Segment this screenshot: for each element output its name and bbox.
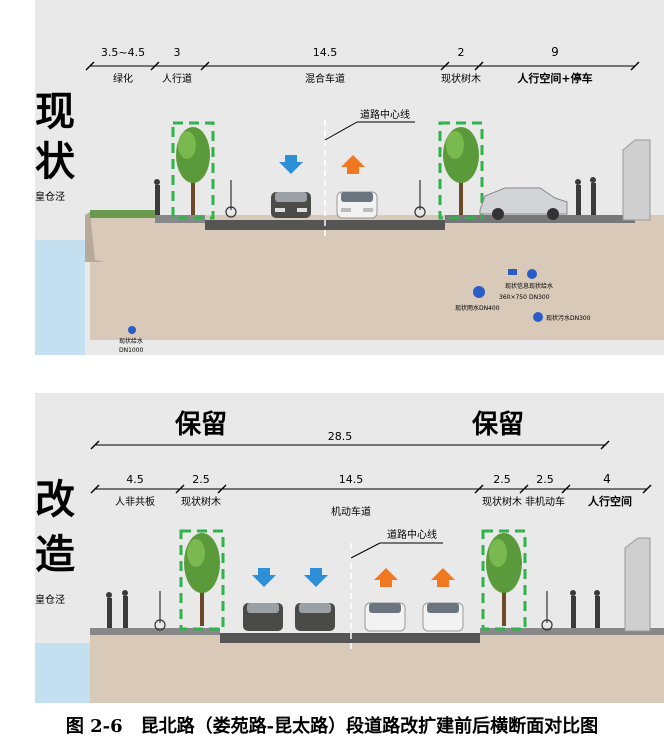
ground: [90, 633, 664, 703]
arrow-down-icon: [279, 155, 303, 174]
segment-width: 4.5: [126, 473, 144, 486]
arrow-up-icon: [341, 155, 365, 174]
keep-label: 保留: [471, 410, 524, 440]
utility-size: DN300: [529, 294, 550, 301]
segment-label: 非机动车: [525, 495, 565, 508]
car-rear-view: [243, 603, 283, 631]
car-front-view: [364, 602, 406, 632]
segment-label: 人行空间+停车: [517, 71, 592, 85]
side-label: 皇仓泾: [35, 593, 65, 606]
river-bank: [85, 212, 105, 262]
segment-width: 9: [551, 45, 559, 59]
building: [624, 537, 651, 632]
segment-width: 2.5: [536, 473, 554, 486]
title-char: 现: [35, 89, 75, 135]
cross-section-after: 保留 保留 28.5 4.5 2.5 14.5 2.5 2.5 4 人非共板 现…: [35, 393, 664, 703]
sidewalk-right: [480, 628, 664, 635]
building: [622, 139, 651, 221]
utility-label: 现状给水: [529, 282, 553, 290]
segment-width: 3.5~4.5: [101, 46, 145, 59]
utility-label: 现状信息: [505, 282, 529, 290]
arrow-up-icon: [431, 568, 455, 587]
segment-width: 14.5: [339, 473, 364, 486]
tree-left: [179, 529, 225, 631]
dimension-ticks: [90, 484, 652, 494]
total-width: 28.5: [328, 430, 353, 443]
segment-label: 现状树木: [181, 495, 221, 508]
title-char: 状: [35, 139, 76, 185]
centerline-label: 道路中心线: [360, 108, 410, 121]
water: [35, 240, 85, 355]
segment-label: 现状树木: [441, 72, 481, 85]
segment-width: 4: [603, 472, 611, 486]
utility-pipes: [128, 269, 543, 334]
utility-label: 现状雨水DN400: [455, 304, 500, 312]
title-char: 造: [35, 532, 75, 578]
car-front-view: [336, 191, 378, 219]
keep-label: 保留: [174, 410, 227, 440]
centerline-label: 道路中心线: [387, 528, 437, 541]
segment-label: 绿化: [113, 72, 133, 85]
pedestrians: [154, 177, 596, 215]
arrow-down-icon: [252, 568, 276, 587]
segment-label: 现状树木: [482, 495, 522, 508]
dimension-ticks: [85, 61, 640, 71]
water: [35, 643, 90, 703]
pedestrians: [106, 590, 600, 628]
segment-label: 人非共板: [115, 495, 155, 508]
cyclists: [154, 591, 553, 631]
tree-right: [481, 529, 527, 631]
segment-label: 人行空间: [588, 494, 632, 508]
ground: [90, 215, 664, 340]
before-diagram: 3.5~4.5 3 14.5 2 9 绿化 人行道 混合车道 现状树木 人行空间…: [35, 45, 664, 355]
utility-size: 360×750: [499, 294, 527, 301]
tree-right: [438, 121, 484, 220]
cross-section-before: 3.5~4.5 3 14.5 2 9 绿化 人行道 混合车道 现状树木 人行空间…: [35, 0, 664, 355]
car-side-view: [479, 187, 568, 220]
utility-size: DN1000: [119, 347, 144, 354]
title-char: 改: [35, 477, 75, 523]
centerline-leader: [350, 542, 381, 559]
green-strip: [90, 210, 155, 218]
utility-label: 现状污水DN300: [546, 314, 591, 322]
tree-left: [171, 121, 215, 220]
segment-label: 人行道: [162, 72, 192, 85]
segment-width: 14.5: [313, 46, 338, 59]
centerline-leader: [324, 121, 358, 141]
sidewalk-right: [445, 215, 635, 223]
cyclists: [225, 180, 426, 218]
road-surface: [220, 633, 480, 643]
segment-width: 2.5: [493, 473, 511, 486]
segment-width: 3: [174, 46, 181, 59]
segment-label: 机动车道: [331, 505, 371, 518]
segment-label: 混合车道: [305, 72, 345, 85]
segment-width: 2.5: [192, 473, 210, 486]
after-diagram: 保留 保留 28.5 4.5 2.5 14.5 2.5 2.5 4 人非共板 现…: [35, 410, 664, 703]
sidewalk-left: [90, 628, 220, 635]
arrow-up-icon: [374, 568, 398, 587]
segment-width: 2: [458, 46, 465, 59]
car-front-view: [422, 602, 464, 632]
side-label: 皇仓泾: [35, 190, 65, 203]
arrow-down-icon: [304, 568, 328, 587]
car-rear-view: [271, 192, 311, 218]
figure-caption: 图 2-6 昆北路（娄苑路-昆太路）段道路改扩建前后横断面对比图: [65, 716, 599, 737]
utility-label: 现状给水: [119, 337, 143, 345]
car-rear-view: [295, 603, 335, 631]
